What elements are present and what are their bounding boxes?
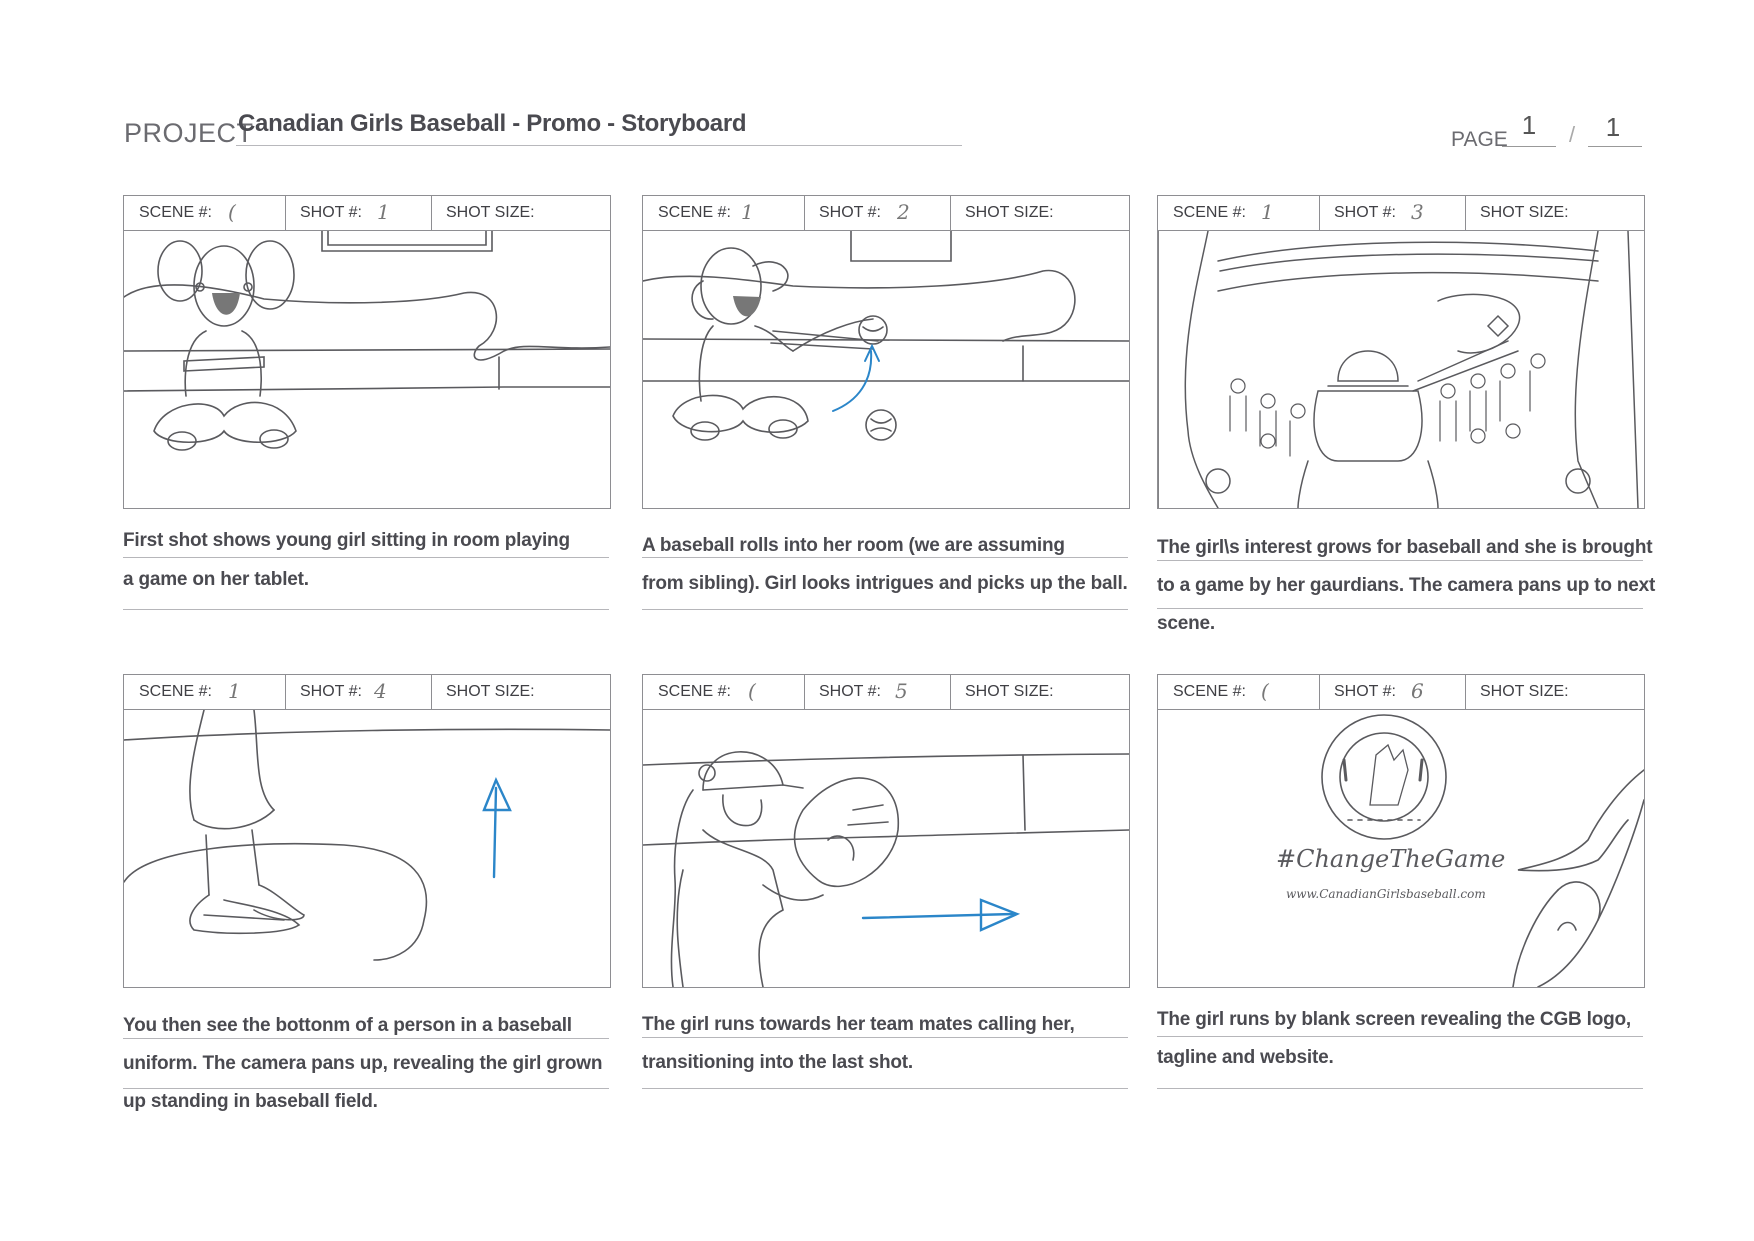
scene-label: SCENE #: — [139, 204, 212, 221]
project-title: Canadian Girls Baseball - Promo - Storyb… — [238, 110, 747, 137]
page-total: 1 — [1605, 112, 1621, 142]
description-line: A baseball rolls into her room (we are a… — [642, 535, 1065, 556]
shot-number: 6 — [1411, 679, 1424, 703]
scene-label: SCENE #: — [658, 204, 731, 221]
shot-number: 4 — [374, 679, 387, 703]
sketch-stadium-crowd — [1158, 231, 1639, 508]
storyboard-panel-4: SCENE #: 1 SHOT #: 4 SHOT SIZE: — [123, 674, 611, 988]
shot-label: SHOT #: — [1334, 683, 1396, 700]
shot-size-label: SHOT SIZE: — [965, 683, 1054, 700]
description-line: The girl\s interest grows for baseball a… — [1157, 537, 1653, 558]
scene-label: SCENE #: — [1173, 204, 1246, 221]
description-line: You then see the bottonm of a person in … — [123, 1015, 572, 1036]
page-current: 1 — [1521, 110, 1537, 140]
shot-label: SHOT #: — [819, 204, 881, 221]
shot-label: SHOT #: — [819, 683, 881, 700]
project-label: PROJECT — [124, 118, 254, 148]
scene-label: SCENE #: — [658, 683, 731, 700]
panel-header: SCENE #: 1 SHOT #: 3 SHOT SIZE: — [1158, 196, 1644, 231]
sketch-girl-running-with-glove — [643, 751, 1129, 987]
shot-size-label: SHOT SIZE: — [1480, 204, 1569, 221]
description-line: from sibling). Girl looks intrigues and … — [642, 573, 1128, 594]
website-text: www.CanadianGirlsbaseball.com — [1286, 887, 1486, 901]
scene-number: ( — [228, 200, 236, 224]
shot-label: SHOT #: — [300, 683, 362, 700]
page-separator: / — [1569, 122, 1576, 147]
panel-header: SCENE #: 1 SHOT #: 4 SHOT SIZE: — [124, 675, 610, 710]
page-label: PAGE — [1451, 128, 1508, 151]
storyboard-panel-1: SCENE #: ( SHOT #: 1 SHOT SIZE: — [123, 195, 611, 509]
scene-number: 1 — [228, 679, 241, 703]
storyboard-panel-3: SCENE #: 1 SHOT #: 3 SHOT SIZE: — [1157, 195, 1645, 509]
shot-size-label: SHOT SIZE: — [446, 204, 535, 221]
panel-header: SCENE #: ( SHOT #: 1 SHOT SIZE: — [124, 196, 610, 231]
shot-label: SHOT #: — [1334, 204, 1396, 221]
description-line: First shot shows young girl sitting in r… — [123, 530, 570, 551]
panel-header: SCENE #: 1 SHOT #: 2 SHOT SIZE: — [643, 196, 1129, 231]
shot-number: 2 — [897, 200, 910, 224]
page-current-underline — [1502, 146, 1556, 147]
scene-number: ( — [1261, 679, 1269, 703]
sketch-player-legs — [124, 710, 610, 961]
tagline-text: #ChangeTheGame — [1276, 845, 1505, 873]
page-total-underline — [1588, 146, 1642, 147]
description-line: transitioning into the last shot. — [642, 1052, 914, 1073]
description-line: up standing in baseball field. — [123, 1091, 378, 1112]
shot-number: 1 — [377, 200, 390, 224]
sketch-ball-rolls-in — [643, 231, 1129, 441]
description-line: tagline and website. — [1157, 1047, 1334, 1068]
panel-header: SCENE #: ( SHOT #: 6 SHOT SIZE: — [1158, 675, 1644, 710]
description-line: uniform. The camera pans up, revealing t… — [123, 1053, 603, 1074]
scene-label: SCENE #: — [139, 683, 212, 700]
scene-number: 1 — [1261, 200, 1274, 224]
description-line: to a game by her gaurdians. The camera p… — [1157, 575, 1656, 596]
shot-size-label: SHOT SIZE: — [446, 683, 535, 700]
storyboard-panel-5: SCENE #: ( SHOT #: 5 SHOT SIZE: — [642, 674, 1130, 988]
storyboard-panel-2: SCENE #: 1 SHOT #: 2 SHOT SIZE: — [642, 195, 1130, 509]
storyboard-panel-6: SCENE #: ( SHOT #: 6 SHOT SIZE: #ChangeT… — [1157, 674, 1645, 988]
scene-number: ( — [748, 679, 756, 703]
shot-number: 3 — [1411, 200, 1424, 224]
sketch-girl-with-tablet — [124, 231, 610, 451]
shot-label: SHOT #: — [300, 204, 362, 221]
description-line: The girl runs by blank screen revealing … — [1157, 1009, 1632, 1030]
scene-number: 1 — [741, 200, 754, 224]
sketch-cgb-logo-reveal: #ChangeTheGame www.CanadianGirlsbaseball… — [1276, 714, 1644, 987]
scene-label: SCENE #: — [1173, 683, 1246, 700]
panel-header: SCENE #: ( SHOT #: 5 SHOT SIZE: — [643, 675, 1129, 710]
description-line: scene. — [1157, 613, 1215, 634]
cgb-logo — [1321, 714, 1447, 840]
title-underline — [236, 145, 962, 146]
shot-number: 5 — [895, 679, 908, 703]
shot-size-label: SHOT SIZE: — [965, 204, 1054, 221]
description-line: The girl runs towards her team mates cal… — [642, 1014, 1075, 1035]
description-line: a game on her tablet. — [123, 569, 309, 590]
shot-size-label: SHOT SIZE: — [1480, 683, 1569, 700]
